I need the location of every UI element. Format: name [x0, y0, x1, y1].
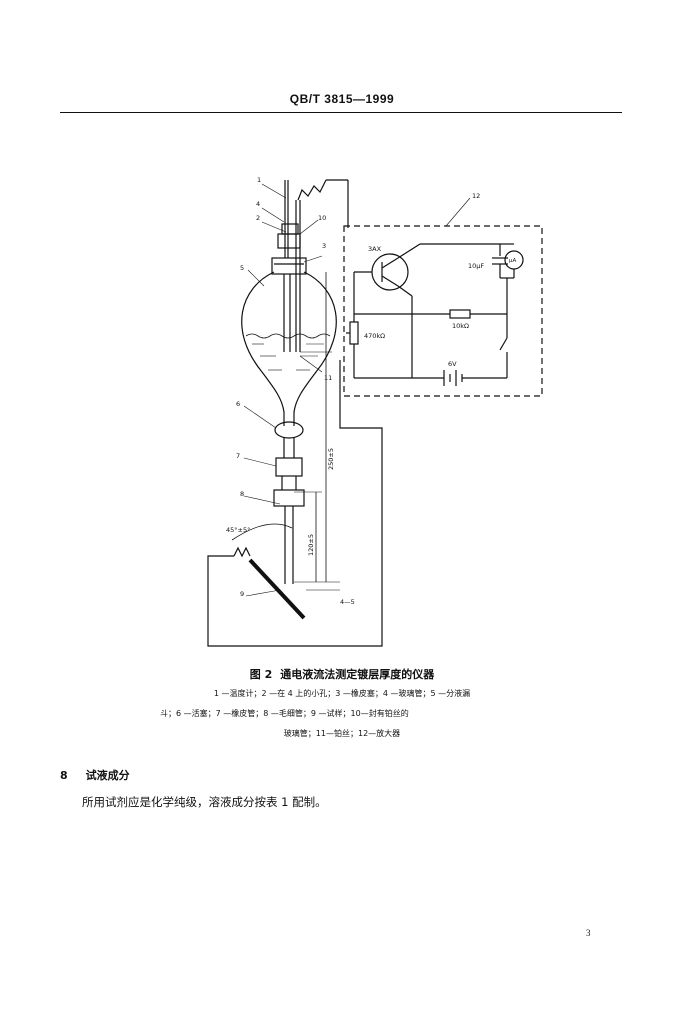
resistor-470k — [349, 321, 359, 345]
section-body: 所用试剂应是化学纯级，溶液成分按表 1 配制。 — [82, 795, 327, 809]
callout-1: 1 — [257, 176, 261, 184]
dimension-total: 250±5 — [327, 448, 335, 470]
dimension-gap: 4—5 — [340, 598, 355, 606]
figure-legend-line: 玻璃管；11—铂丝；12—放大器 — [283, 729, 401, 738]
stopcock — [274, 421, 304, 439]
apparatus-figure: 1 4 2 10 3 5 12 11 6 7 8 9 45°±5° 4—5 3A… — [207, 176, 543, 647]
standard-code: QB/T 3815—1999 — [289, 92, 395, 106]
resistor-10k — [449, 309, 471, 319]
figure-legend-line: 1 —温度计；2 —在 4 上的小孔；3 —橡皮塞；4 —玻璃管；5 —分液漏 — [213, 689, 471, 698]
figure-caption-text: 通电液流法测定镀层厚度的仪器 — [280, 668, 435, 681]
callout-10: 10 — [318, 214, 326, 222]
resistor-10k-label: 10kΩ — [452, 322, 469, 330]
capacitor-label: 10μF — [468, 262, 484, 270]
section-number: 8 — [60, 769, 68, 782]
rubber-tube — [275, 457, 303, 477]
rubber-stopper — [271, 257, 307, 275]
callout-9: 9 — [240, 590, 244, 598]
battery-label: 6V — [448, 360, 457, 368]
section-heading: 8 试液成分 — [60, 767, 130, 783]
callout-7: 7 — [236, 452, 240, 460]
transistor-label: 3AX — [368, 245, 382, 253]
figure-legend-line: 斗；6 —活塞；7 —橡皮管；8 —毛细管；9 —试样；10—封有铂丝的 — [160, 709, 409, 718]
separatory-funnel — [241, 271, 337, 426]
callout-6: 6 — [236, 400, 240, 408]
page-number: 3 — [586, 928, 591, 938]
callout-3: 3 — [322, 242, 326, 250]
callout-4: 4 — [256, 200, 260, 208]
dimension-capillary: 120±5 — [307, 534, 315, 556]
header-rule — [60, 112, 622, 113]
callout-8: 8 — [240, 490, 244, 498]
figure-caption: 图 2 通电液流法测定镀层厚度的仪器 — [0, 666, 684, 682]
section-title: 试液成分 — [85, 769, 130, 782]
callout-2: 2 — [256, 214, 260, 222]
transistor — [371, 253, 409, 291]
callout-11: 11 — [324, 374, 332, 382]
meter-label: μA — [509, 258, 516, 264]
callout-5: 5 — [240, 264, 244, 272]
resistor-470k-label: 470kΩ — [364, 332, 385, 340]
callout-12: 12 — [472, 192, 480, 200]
specimen — [248, 558, 306, 620]
amplifier-box — [343, 225, 543, 397]
figure-number: 图 2 — [249, 668, 273, 681]
angle-label: 45°±5° — [226, 526, 250, 534]
